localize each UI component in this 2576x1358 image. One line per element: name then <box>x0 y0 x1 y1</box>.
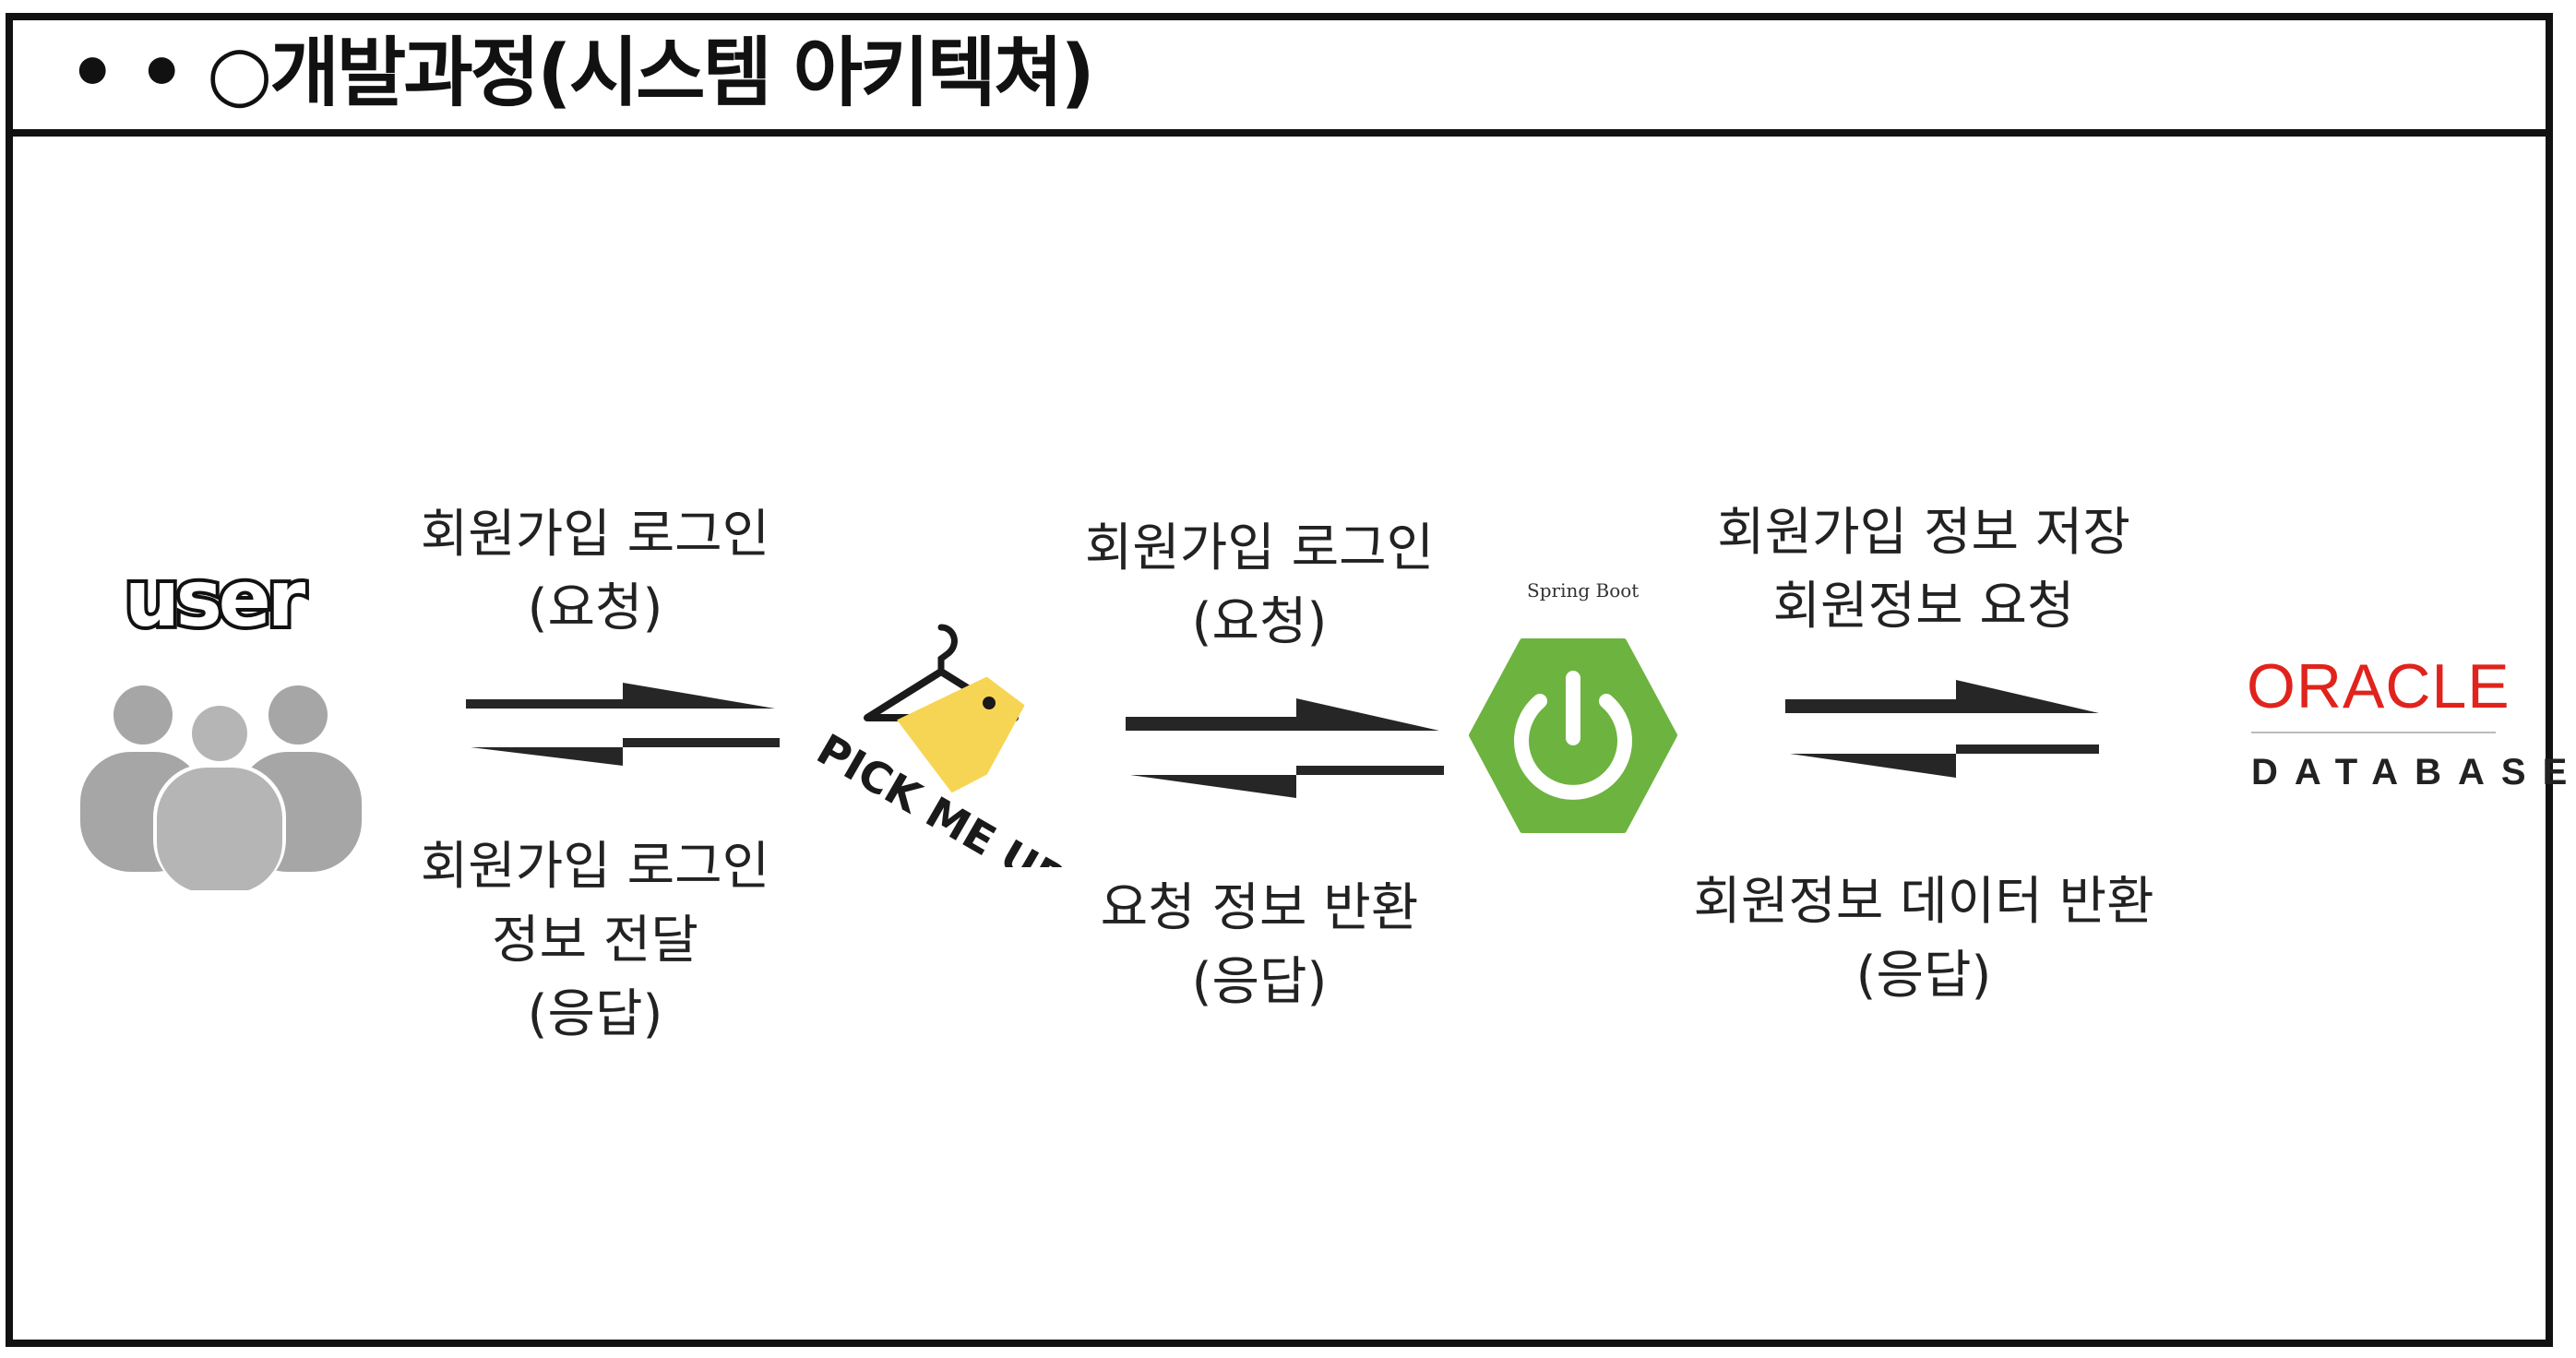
exchange-arrows-2 <box>1126 698 1444 798</box>
pickmeup-logo-icon: PICK ME UP <box>809 624 1074 867</box>
users-icon <box>80 685 362 890</box>
exchange-arrows-1 <box>466 683 780 766</box>
spring-boot-icon <box>1469 638 1677 833</box>
page-title: • • ○개발과정(시스템 아키텍쳐) <box>68 30 1095 117</box>
oracle-divider <box>2251 732 2496 733</box>
label-db-request: 회원가입 정보 저장 회원정보 요청 <box>1717 503 2130 637</box>
label-user-request: 회원가입 로그인 (요청) <box>420 505 770 638</box>
database-label: DATABASE <box>2251 752 2576 792</box>
label-user-response: 회원가입 로그인 정보 전달 (응답) <box>420 837 770 1044</box>
diagram-frame: • • ○개발과정(시스템 아키텍쳐) <box>6 13 2553 1347</box>
user-label: user <box>121 550 309 648</box>
exchange-arrows-3 <box>1785 680 2099 778</box>
label-db-response: 회원정보 데이터 반환 (응답) <box>1693 872 2154 1006</box>
label-server-request: 회원가입 로그인 (요청) <box>1084 518 1435 652</box>
title-bar: • • ○개발과정(시스템 아키텍쳐) <box>13 20 2546 137</box>
oracle-logo: ORACLE <box>2247 651 2510 721</box>
label-server-response: 요청 정보 반환 (응답) <box>1100 878 1419 1012</box>
spring-boot-label: Spring Boot <box>1527 579 1640 602</box>
